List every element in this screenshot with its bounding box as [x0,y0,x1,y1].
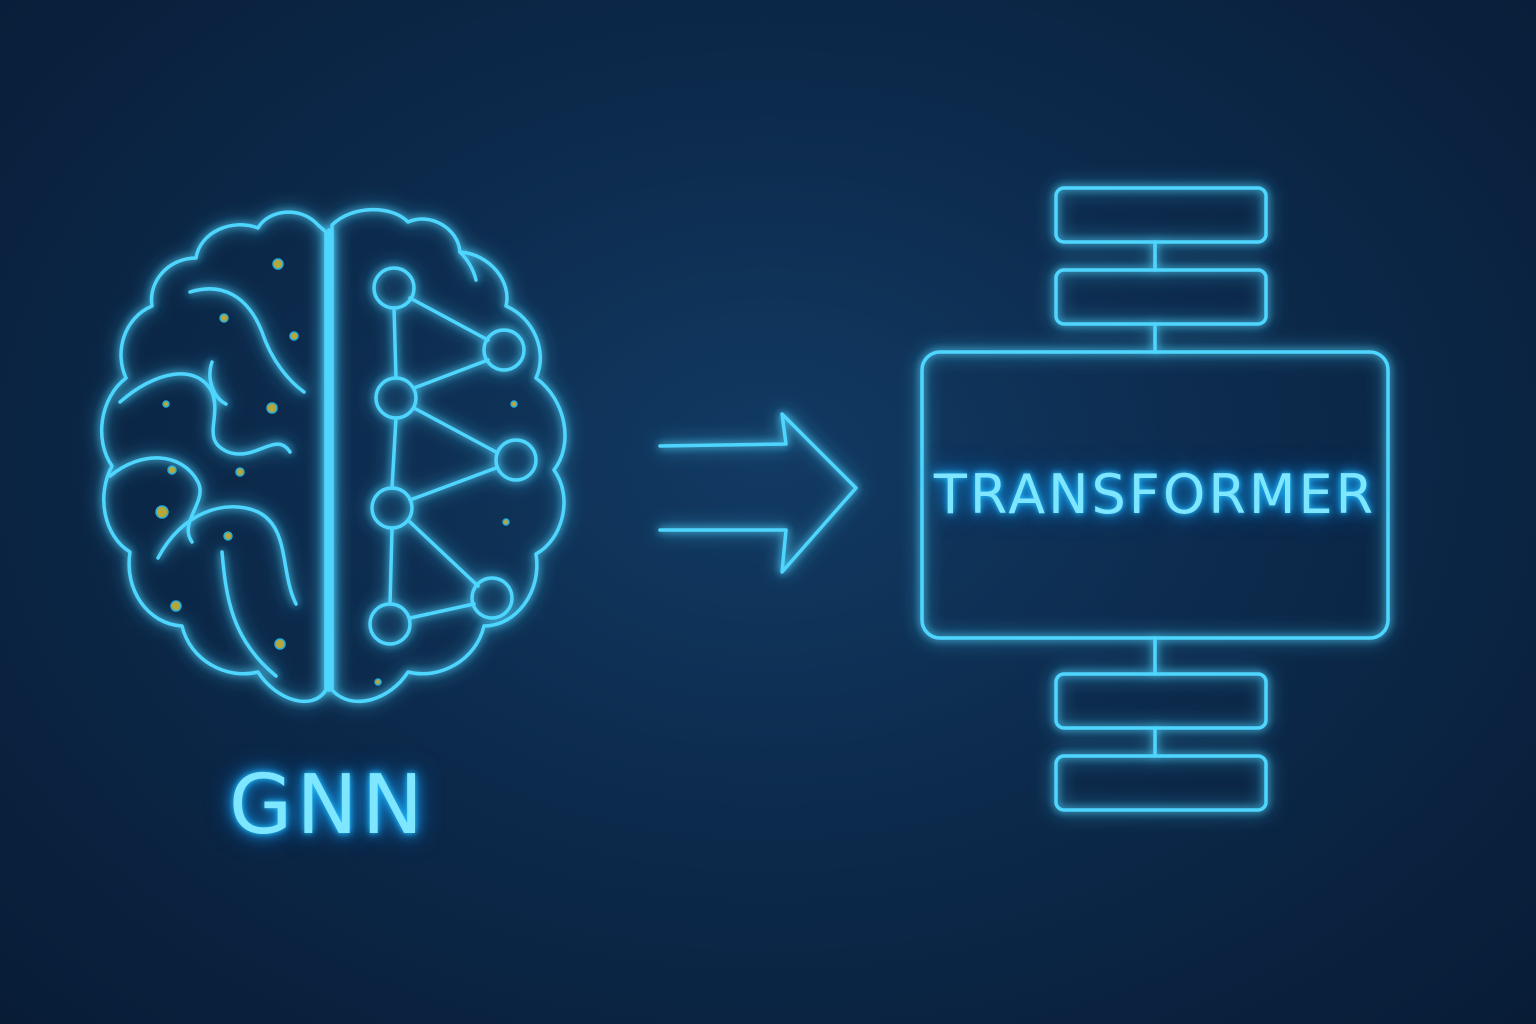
brain-fold [188,287,306,394]
graph-node [370,486,414,530]
graph-node [482,328,526,372]
gnn-label: GNN [228,758,428,853]
brain-fold [108,456,202,544]
brain-fold [118,372,292,456]
graph-edge [408,466,498,502]
transformer-label: TRANSFORMER [933,463,1377,526]
right-arrow-icon [658,412,858,574]
graph-edge [408,296,490,342]
brain-icon [99,207,567,704]
graph-edge [412,406,498,454]
brain-fold [208,360,228,406]
graph-edge [388,528,394,606]
graph-edge [412,358,490,390]
stack-block-bottom-1 [1054,672,1268,730]
brain-fold [458,250,478,282]
brain-fold [156,505,298,606]
brain-left-hemisphere [99,210,328,703]
transformer-stack [920,186,1390,812]
graph-node [470,576,514,620]
stack-block-top-2 [1054,268,1268,326]
graph-node [368,602,412,646]
brain-dots [155,258,518,686]
graph-edge [408,602,476,620]
graph-edge [408,520,480,588]
stack-block-top-1 [1054,186,1268,244]
brain-fold [220,550,278,678]
graph-node [494,438,538,482]
graph-node [372,266,416,310]
brain-right-hemisphere [330,207,567,704]
graph-edge [390,416,398,490]
stack-block-bottom-2 [1054,754,1268,812]
graph-edge [392,306,398,380]
graph-network [368,266,538,646]
graph-node [374,376,418,420]
